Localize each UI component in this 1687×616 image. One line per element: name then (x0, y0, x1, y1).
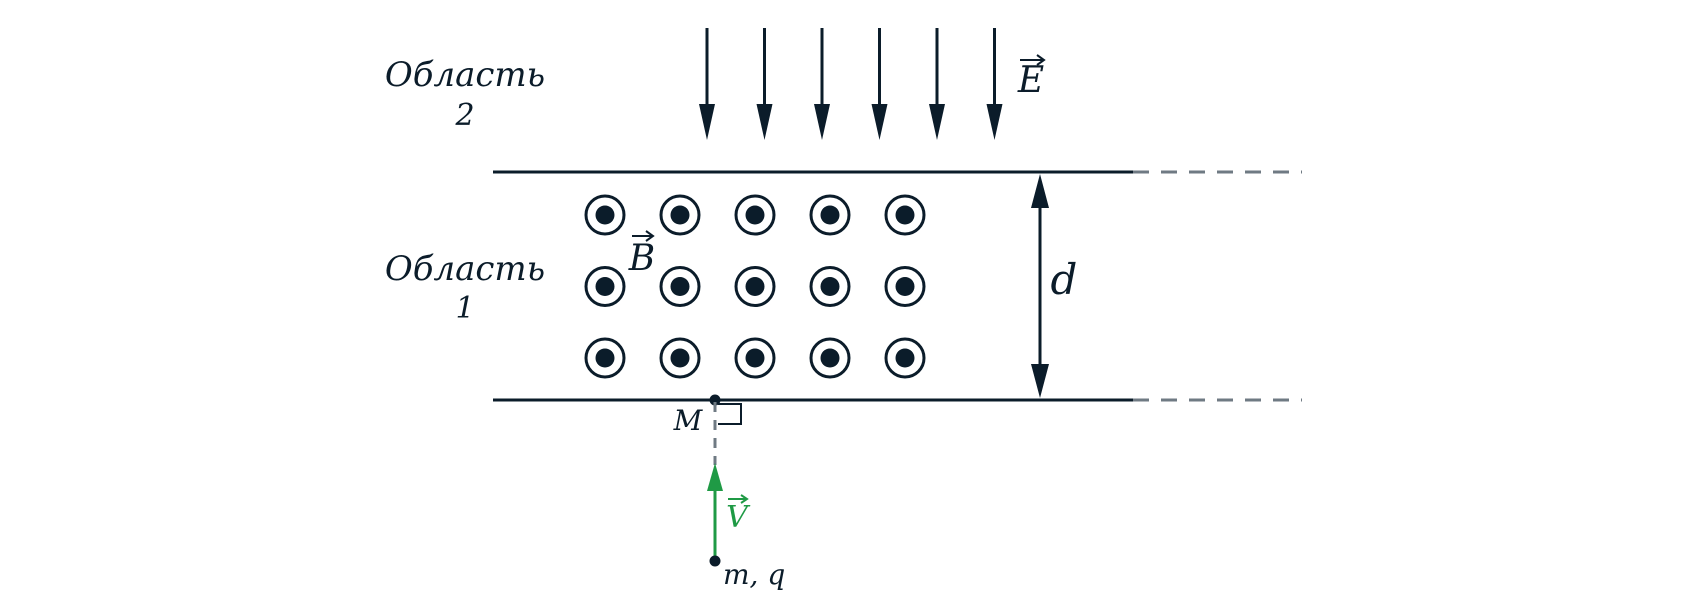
electric-field-arrows (699, 28, 1003, 140)
vector-arrow-icon (632, 230, 655, 242)
arrow-down-icon (929, 104, 945, 140)
particle-dot (709, 555, 721, 567)
dot-in-circle-icon (809, 194, 851, 236)
dot-in-circle-icon (659, 266, 701, 307)
particle-label: m, q (723, 558, 785, 591)
region-1-number: 1 (455, 291, 474, 326)
dot-in-circle-icon (884, 266, 926, 307)
velocity-label: V (726, 500, 751, 535)
entry-point (709, 394, 742, 465)
electric-field-arrow (871, 28, 888, 140)
magnetic-field-label-group: B (628, 230, 655, 279)
dot-in-circle-icon (584, 337, 626, 379)
magnetic-field-label: B (628, 238, 655, 279)
arrow-down-icon (699, 104, 715, 140)
entry-point-label: M (673, 404, 704, 437)
distance-arrow (1031, 174, 1049, 398)
electric-field-label: E (1017, 60, 1044, 101)
magnetic-field-grid (584, 194, 926, 379)
dot-in-circle-icon (809, 337, 851, 379)
electric-field-arrow (814, 28, 830, 140)
electric-field-label-group: E (1017, 54, 1046, 101)
region-1-label: Область 1 (385, 249, 545, 326)
dot-in-circle-icon (884, 194, 926, 236)
right-angle-icon (718, 403, 742, 425)
velocity-arrow (707, 463, 723, 561)
region-2-number: 2 (454, 98, 474, 133)
dot-in-circle-icon (584, 194, 626, 236)
velocity-label-group: V (726, 494, 751, 535)
dot-in-circle-icon (734, 194, 776, 236)
arrow-up-icon (707, 463, 723, 491)
electric-field-arrow (929, 28, 945, 140)
region-2-label: Область 2 (385, 55, 545, 133)
arrow-up-icon (1031, 174, 1049, 208)
electric-field-arrow (986, 28, 1003, 140)
arrow-down-icon (814, 104, 830, 140)
dot-in-circle-icon (659, 337, 701, 379)
region-1-name: Область (385, 249, 545, 289)
arrow-down-icon (756, 104, 773, 140)
dot-in-circle-icon (884, 337, 926, 379)
vector-arrow-icon (1020, 54, 1046, 66)
electric-field-arrow (756, 28, 773, 140)
dot-in-circle-icon (584, 266, 626, 307)
arrow-down-icon (871, 104, 888, 140)
dot-in-circle-icon (659, 194, 701, 236)
dot-in-circle-icon (734, 266, 776, 307)
arrow-down-icon (986, 104, 1003, 140)
region-2-name: Область (385, 55, 545, 95)
vector-arrow-icon (728, 494, 749, 504)
arrow-down-icon (1031, 364, 1049, 398)
dot-in-circle-icon (809, 266, 851, 307)
distance-label: d (1051, 255, 1078, 304)
dot-in-circle-icon (734, 337, 776, 379)
electric-field-arrow (699, 28, 715, 140)
entry-point-dot (709, 394, 721, 406)
